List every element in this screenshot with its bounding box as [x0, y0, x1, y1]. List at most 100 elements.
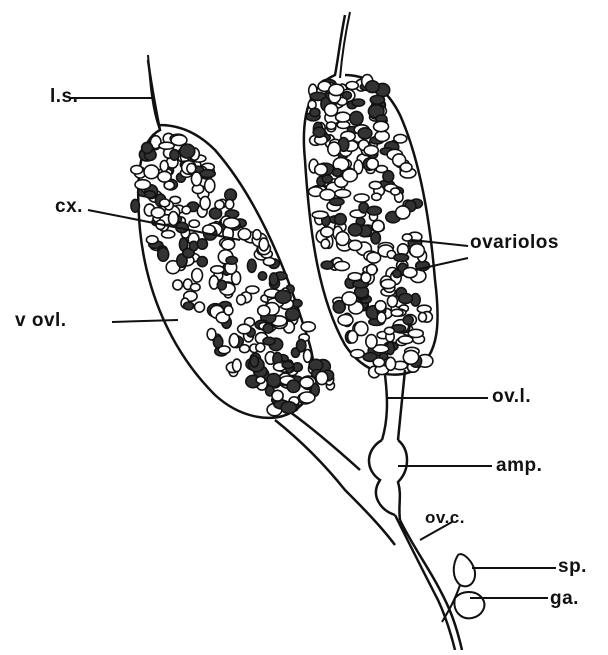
egg-cell — [335, 214, 347, 225]
egg-cell — [372, 220, 384, 232]
egg-cell — [144, 165, 159, 179]
egg-cell — [299, 392, 315, 403]
egg-cell — [348, 331, 358, 343]
egg-cell — [386, 357, 396, 370]
egg-cell — [403, 316, 413, 325]
egg-cell — [131, 165, 143, 174]
right-oviduct — [382, 370, 405, 440]
egg-cell — [361, 273, 371, 283]
egg-cell — [197, 239, 207, 249]
label-ovc: ov.c. — [425, 508, 465, 528]
egg-cell — [237, 295, 246, 305]
egg-cell — [336, 112, 351, 122]
egg-cell — [269, 273, 278, 286]
egg-cell — [189, 220, 199, 227]
egg-cell — [329, 84, 344, 95]
egg-cell — [286, 308, 300, 320]
egg-cell — [173, 280, 183, 290]
egg-cell — [287, 380, 300, 392]
egg-cell — [169, 212, 179, 226]
label-ovariolos: ovariolos — [470, 232, 559, 254]
egg-cell — [224, 218, 240, 228]
egg-cell — [371, 232, 380, 244]
egg-cell — [358, 128, 372, 139]
egg-cell — [258, 305, 270, 316]
egg-cell — [343, 169, 358, 182]
label-sp: sp. — [558, 556, 587, 578]
egg-cell — [160, 199, 170, 207]
egg-cell — [375, 301, 386, 312]
egg-cell — [151, 208, 164, 218]
label-ls: l.s. — [50, 86, 78, 108]
egg-cell — [281, 402, 296, 414]
egg-cell — [346, 82, 358, 90]
egg-cell — [367, 206, 381, 215]
egg-cell — [367, 158, 379, 170]
egg-cell — [410, 244, 425, 257]
egg-cell — [350, 111, 363, 125]
egg-cell — [253, 230, 261, 240]
egg-cell — [351, 350, 365, 358]
egg-cell — [184, 302, 194, 310]
egg-cell — [370, 95, 384, 104]
egg-cell — [419, 313, 427, 322]
egg-cell — [191, 172, 201, 186]
egg-cell — [403, 350, 418, 364]
egg-cell — [275, 290, 291, 303]
egg-cell — [272, 390, 283, 401]
egg-cell — [332, 169, 341, 177]
egg-cell — [320, 189, 335, 200]
ampulla — [369, 440, 407, 520]
egg-cell — [326, 122, 336, 129]
egg-cell — [383, 171, 394, 182]
egg-cell — [349, 240, 362, 250]
egg-cell — [226, 256, 237, 264]
egg-cell — [145, 191, 156, 198]
egg-cell — [387, 296, 397, 307]
egg-cell — [348, 273, 362, 281]
egg-cell — [321, 227, 334, 237]
egg-cell — [135, 180, 150, 190]
egg-cell — [233, 359, 242, 372]
egg-cell — [366, 81, 379, 93]
egg-cell — [192, 269, 203, 283]
egg-cell — [238, 324, 251, 334]
egg-cell — [191, 283, 201, 291]
egg-cell — [322, 175, 332, 183]
egg-cell — [297, 339, 306, 351]
egg-cell — [352, 99, 365, 106]
egg-cell — [373, 358, 384, 367]
egg-cell — [247, 259, 256, 272]
egg-cell — [256, 376, 265, 383]
egg-cell — [369, 181, 381, 189]
egg-cell — [335, 189, 351, 197]
egg-cell — [170, 150, 179, 161]
egg-cell — [182, 206, 191, 214]
egg-cell — [200, 170, 215, 178]
egg-cell — [180, 144, 195, 158]
egg-cell — [159, 142, 174, 149]
egg-cell — [385, 327, 395, 334]
egg-cell — [396, 206, 410, 219]
label-ovl: ov.l. — [492, 386, 531, 408]
label-cx: cx. — [55, 196, 83, 218]
egg-cell — [364, 145, 378, 155]
egg-cell — [218, 346, 230, 354]
egg-cell — [348, 224, 362, 236]
egg-cell — [300, 377, 314, 388]
egg-cell — [217, 280, 226, 290]
label-ga: ga. — [550, 588, 579, 610]
accessory-gland — [454, 592, 484, 618]
egg-cell — [263, 324, 273, 333]
egg-cell — [310, 108, 320, 117]
left-ovarioles-eggs — [131, 133, 335, 416]
label-vovl: v ovl. — [15, 310, 67, 332]
egg-cell — [334, 261, 349, 270]
egg-cell — [393, 270, 401, 278]
right-ovary-tip — [340, 12, 350, 78]
egg-cell — [321, 261, 333, 269]
egg-cell — [328, 142, 341, 156]
egg-cell — [160, 161, 168, 172]
egg-cell — [402, 234, 412, 241]
